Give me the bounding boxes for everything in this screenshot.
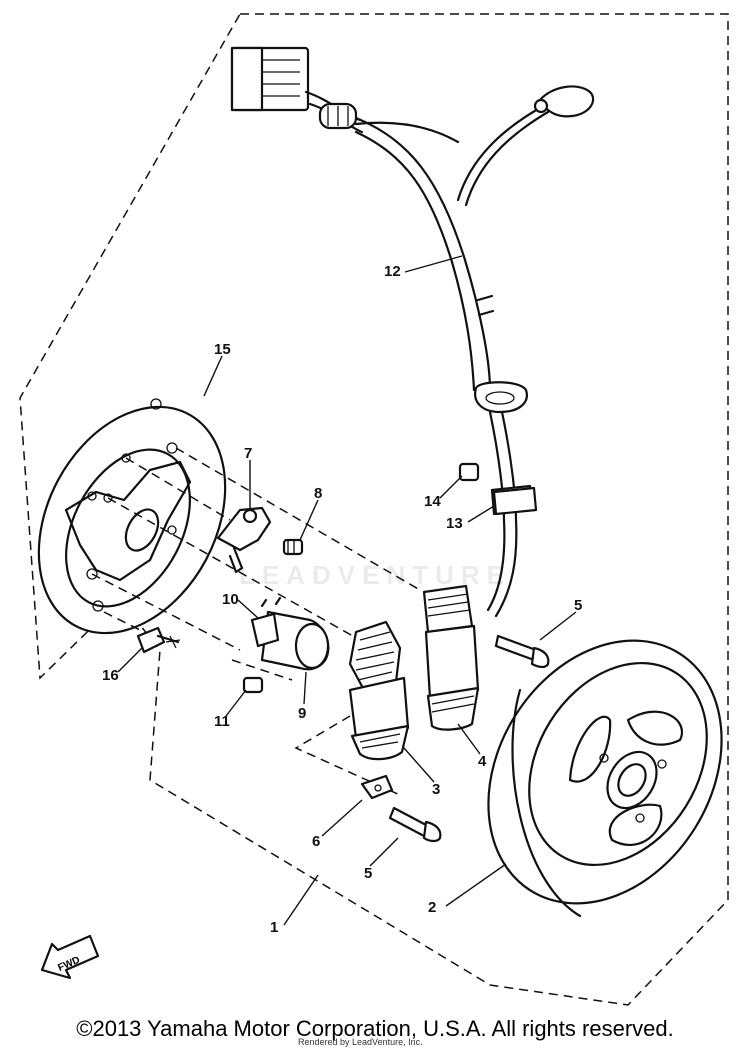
callout-4: 4 [478,753,487,770]
callout-5-lower: 5 [364,865,372,882]
plate-6[interactable] [360,774,394,800]
clamp-13[interactable] [492,486,538,516]
callout-3: 3 [432,781,440,798]
condenser[interactable] [250,596,330,671]
callout-9: 9 [298,705,306,722]
screw-14[interactable] [458,462,480,482]
callout-12: 12 [384,263,401,280]
wire-harness[interactable] [230,46,595,618]
callout-6: 6 [312,833,320,850]
callout-5-upper: 5 [574,597,582,614]
callout-8: 8 [314,485,322,502]
bolt-5-upper[interactable] [494,634,550,669]
alignment-lines [91,447,421,796]
leader-lines [117,255,577,926]
assembly-boundary [19,13,729,1006]
callout-labels: 1 2 3 4 5 5 6 7 8 9 10 11 12 13 14 15 16 [102,263,582,936]
callout-1: 1 [270,919,278,936]
callout-10: 10 [222,591,239,608]
callout-11: 11 [214,713,230,730]
screw-16[interactable] [136,626,181,654]
callout-7: 7 [244,445,252,462]
contact-breaker-point[interactable] [216,506,272,574]
callout-15: 15 [214,341,231,358]
flywheel-rotor[interactable] [441,597,750,947]
copyright-notice: ©2013 Yamaha Motor Corporation, U.S.A. A… [76,1016,674,1041]
callout-14: 14 [424,493,441,510]
callout-16: 16 [102,667,119,684]
fwd-arrow: FWD [40,934,100,980]
bolt-5-lower[interactable] [388,806,442,843]
watermark: LEADVENTURE [238,560,511,590]
rendered-by-note: Rendered by LeadVenture, Inc. [298,1037,423,1047]
source-coil[interactable] [348,620,410,761]
callout-2: 2 [428,899,436,916]
screw-11[interactable] [242,676,264,694]
callout-13: 13 [446,515,463,532]
lighting-coil[interactable] [422,584,480,731]
stator-plate[interactable] [1,375,262,666]
screw-8[interactable] [282,538,304,556]
